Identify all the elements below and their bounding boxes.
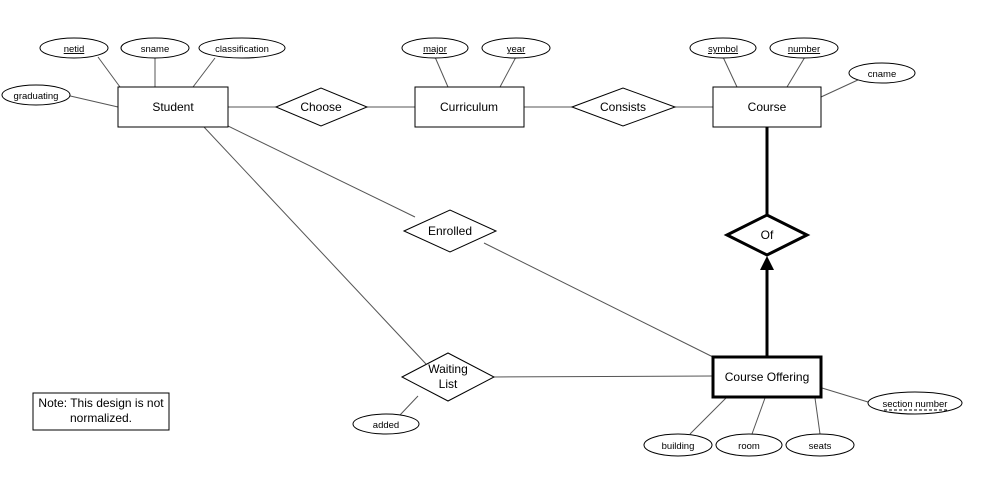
attribute-sname[interactable]: sname	[120, 37, 190, 59]
relationship-waiting-list[interactable]: Waiting List	[400, 352, 496, 402]
entity-curriculum-label: Curriculum	[440, 100, 498, 114]
attribute-graduating-label: graduating	[14, 91, 59, 102]
relationship-consists[interactable]: Consists	[570, 87, 677, 127]
attribute-symbol-label: symbol	[708, 44, 738, 55]
relationship-of-label: Of	[761, 228, 774, 242]
line-student-enrolled	[227, 125, 416, 218]
attribute-netid[interactable]: netid	[39, 37, 109, 59]
relationship-enrolled[interactable]: Enrolled	[402, 209, 498, 253]
line-enrolled-offering	[483, 242, 714, 358]
note-line1: Note: This design is not	[38, 396, 164, 410]
entity-course-label: Course	[748, 100, 787, 114]
line-building-offering	[689, 397, 727, 435]
attribute-seats-label: seats	[809, 441, 832, 452]
attribute-major-label: major	[423, 44, 447, 55]
attribute-graduating[interactable]: graduating	[1, 84, 71, 106]
line-graduating-student	[65, 94, 119, 108]
note-box: Note: This design is not normalized.	[32, 392, 170, 431]
line-classification-student	[192, 57, 216, 88]
entity-student-label: Student	[152, 100, 194, 114]
line-symbol-course	[722, 56, 738, 88]
line-room-offering	[751, 397, 766, 435]
attribute-major[interactable]: major	[401, 37, 469, 59]
entity-course-offering-label: Course Offering	[725, 370, 810, 384]
attribute-room[interactable]: room	[715, 433, 783, 457]
entity-course-offering[interactable]: Course Offering	[711, 355, 823, 399]
attribute-building-label: building	[662, 441, 695, 452]
attribute-number[interactable]: number	[769, 37, 839, 59]
line-section-offering	[821, 387, 869, 403]
attribute-building[interactable]: building	[643, 433, 713, 457]
entity-student[interactable]: Student	[117, 86, 229, 128]
attribute-netid-label: netid	[64, 44, 85, 55]
connector-lines	[65, 56, 869, 435]
attribute-symbol[interactable]: symbol	[689, 37, 757, 59]
line-year-curriculum	[499, 56, 517, 88]
attribute-cname[interactable]: cname	[848, 62, 916, 84]
relationship-choose-label: Choose	[300, 100, 342, 114]
attribute-seats[interactable]: seats	[785, 433, 855, 457]
entity-course[interactable]: Course	[712, 86, 822, 128]
relationship-of[interactable]: Of	[723, 213, 811, 257]
attribute-section-number-label: section number	[883, 399, 948, 410]
line-major-curriculum	[434, 56, 449, 88]
arrow-head-icon	[760, 256, 774, 270]
entity-curriculum[interactable]: Curriculum	[414, 86, 525, 128]
line-number-course	[786, 56, 806, 88]
attribute-year-label: year	[507, 44, 525, 55]
attribute-section-number[interactable]: section number	[867, 391, 963, 415]
relationship-waiting-list-line2: List	[439, 377, 458, 391]
attribute-classification[interactable]: classification	[198, 37, 286, 59]
attribute-room-label: room	[738, 441, 760, 452]
line-waiting-offering	[492, 375, 714, 378]
attribute-added[interactable]: added	[352, 413, 420, 435]
attribute-cname-label: cname	[868, 69, 897, 80]
attribute-sname-label: sname	[141, 44, 170, 55]
relationship-enrolled-label: Enrolled	[428, 224, 472, 238]
line-student-waiting	[203, 126, 427, 365]
note-line2: normalized.	[70, 411, 132, 425]
attribute-classification-label: classification	[215, 44, 269, 55]
line-waiting-added	[399, 395, 419, 416]
relationship-waiting-list-line1: Waiting	[428, 362, 468, 376]
attribute-added-label: added	[373, 420, 399, 431]
attribute-number-label: number	[788, 44, 820, 55]
line-netid-student	[97, 56, 121, 88]
line-seats-offering	[814, 397, 821, 435]
attribute-year[interactable]: year	[481, 37, 551, 59]
relationship-consists-label: Consists	[600, 100, 646, 114]
line-cname-course	[820, 78, 861, 98]
relationship-choose[interactable]: Choose	[274, 87, 369, 127]
